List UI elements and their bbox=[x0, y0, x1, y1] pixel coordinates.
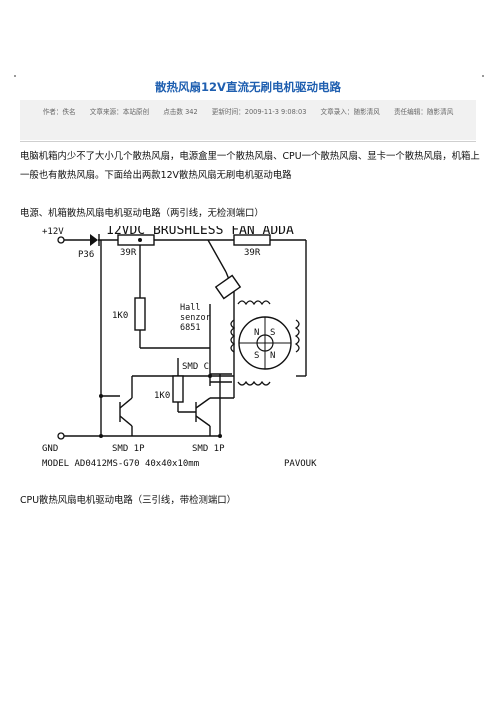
label-hall-3: 6851 bbox=[180, 323, 200, 333]
section-heading-two-wire: 电源、机箱散热风扇电机驱动电路（两引线，无检测端口） bbox=[20, 208, 264, 219]
corner-mark-right bbox=[482, 75, 484, 77]
meta-hits: 点击数 342 bbox=[163, 108, 198, 116]
intro-paragraph: 电脑机箱内少不了大小几个散热风扇，电源盒里一个散热风扇、CPU一个散热风扇、显卡… bbox=[20, 151, 480, 181]
article-title: 散热风扇12V直流无刷电机驱动电路 bbox=[155, 80, 341, 94]
label-diode: P36 bbox=[78, 250, 94, 260]
meta-divider bbox=[20, 141, 476, 142]
label-r1: 39R bbox=[120, 248, 137, 258]
corner-mark-left bbox=[14, 75, 16, 77]
article-meta-bar: 作者：佚名 文章来源：本站原创 点击数 342 更新时间：2009-11-3 9… bbox=[20, 100, 476, 140]
schematic-title: 12VDC BRUSHLESS FAN ADDA bbox=[106, 226, 294, 238]
fan-driver-schematic: N S N S 12VDC BRUSHLESS FAN ADDA +12V P3… bbox=[42, 226, 317, 469]
pole-n-bottom: N bbox=[270, 351, 275, 361]
label-author: PAVOUK bbox=[284, 459, 317, 469]
label-gnd: GND bbox=[42, 444, 58, 454]
label-hall-2: senzor bbox=[180, 313, 211, 323]
pole-s-top: S bbox=[270, 328, 275, 338]
label-t2: SMD 1P bbox=[192, 444, 225, 454]
label-hall-1: Hall bbox=[180, 303, 200, 313]
meta-entry: 文章录入：随影清风 bbox=[320, 108, 380, 116]
label-cap: SMD C bbox=[182, 362, 209, 372]
label-vin: +12V bbox=[42, 227, 64, 237]
meta-updated: 更新时间：2009-11-3 9:08:03 bbox=[211, 108, 307, 116]
label-r3: 1K0 bbox=[112, 311, 128, 321]
section-heading-three-wire: CPU散热风扇电机驱动电路（三引线，带检测端口） bbox=[20, 495, 236, 506]
pole-n-top: N bbox=[254, 328, 259, 338]
label-r4: 1K0 bbox=[154, 391, 170, 401]
label-r2: 39R bbox=[244, 248, 261, 258]
label-model: MODEL AD0412MS-G70 40x40x10mm bbox=[42, 459, 199, 469]
meta-editor: 责任编辑：随影清风 bbox=[393, 108, 454, 116]
meta-source: 文章来源：本站原创 bbox=[89, 108, 150, 116]
meta-author: 作者：佚名 bbox=[42, 108, 76, 116]
label-t1: SMD 1P bbox=[112, 444, 145, 454]
pole-s-bottom: S bbox=[254, 351, 259, 361]
